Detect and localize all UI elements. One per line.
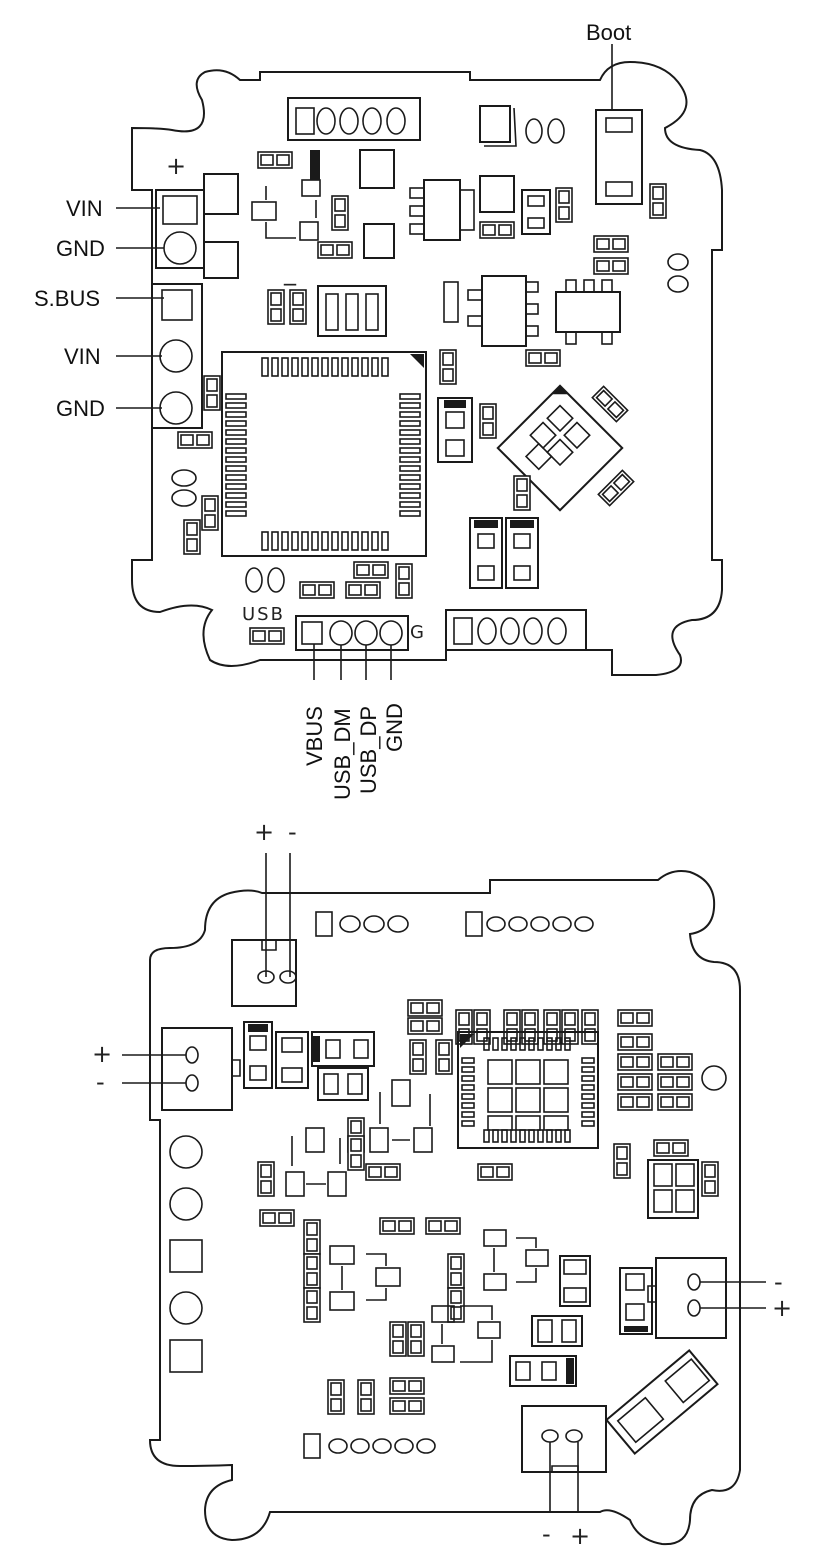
- right-conn-minus: -: [774, 1268, 783, 1296]
- usb-silk: USB: [242, 604, 285, 625]
- right-conn-plus: +: [772, 1294, 792, 1322]
- label-sbus: S.BUS: [34, 286, 100, 311]
- label-gnd-1: GND: [56, 236, 105, 261]
- label-vin-1: VIN: [66, 196, 103, 221]
- mcu-chip: [221, 351, 427, 557]
- label-usb-dm: USB_DM: [330, 708, 355, 800]
- top-conn-plus: +: [254, 818, 274, 846]
- boot-label: Boot: [586, 20, 631, 45]
- minus-mark: _: [283, 258, 297, 286]
- left-conn-minus: -: [96, 1068, 105, 1096]
- usb-header: [295, 615, 409, 651]
- top-conn-minus: -: [288, 818, 297, 846]
- label-usb-dp: USB_DP: [356, 706, 381, 794]
- boot-button: [595, 109, 643, 205]
- bottom-mcu-chip: [457, 1031, 599, 1149]
- top-board-outline: [131, 60, 723, 676]
- g-silk: G: [410, 622, 426, 643]
- label-gnd-2: GND: [56, 396, 105, 421]
- top-header-5pin: [287, 97, 421, 141]
- bottom-board-outline: [148, 870, 741, 1546]
- bottom-board: + - + -: [92, 818, 792, 1550]
- left-conn-plus: +: [92, 1040, 112, 1068]
- plus-mark: +: [166, 152, 186, 180]
- label-gnd-usb: GND: [382, 703, 407, 752]
- top-board: Boot + _: [34, 20, 723, 800]
- label-vbus: VBUS: [302, 706, 327, 766]
- label-vin-2: VIN: [64, 344, 101, 369]
- left-pin-labels: VIN GND S.BUS VIN GND: [34, 196, 164, 421]
- bottom-conn-minus: -: [542, 1520, 551, 1548]
- bottom-conn-plus: +: [570, 1522, 590, 1550]
